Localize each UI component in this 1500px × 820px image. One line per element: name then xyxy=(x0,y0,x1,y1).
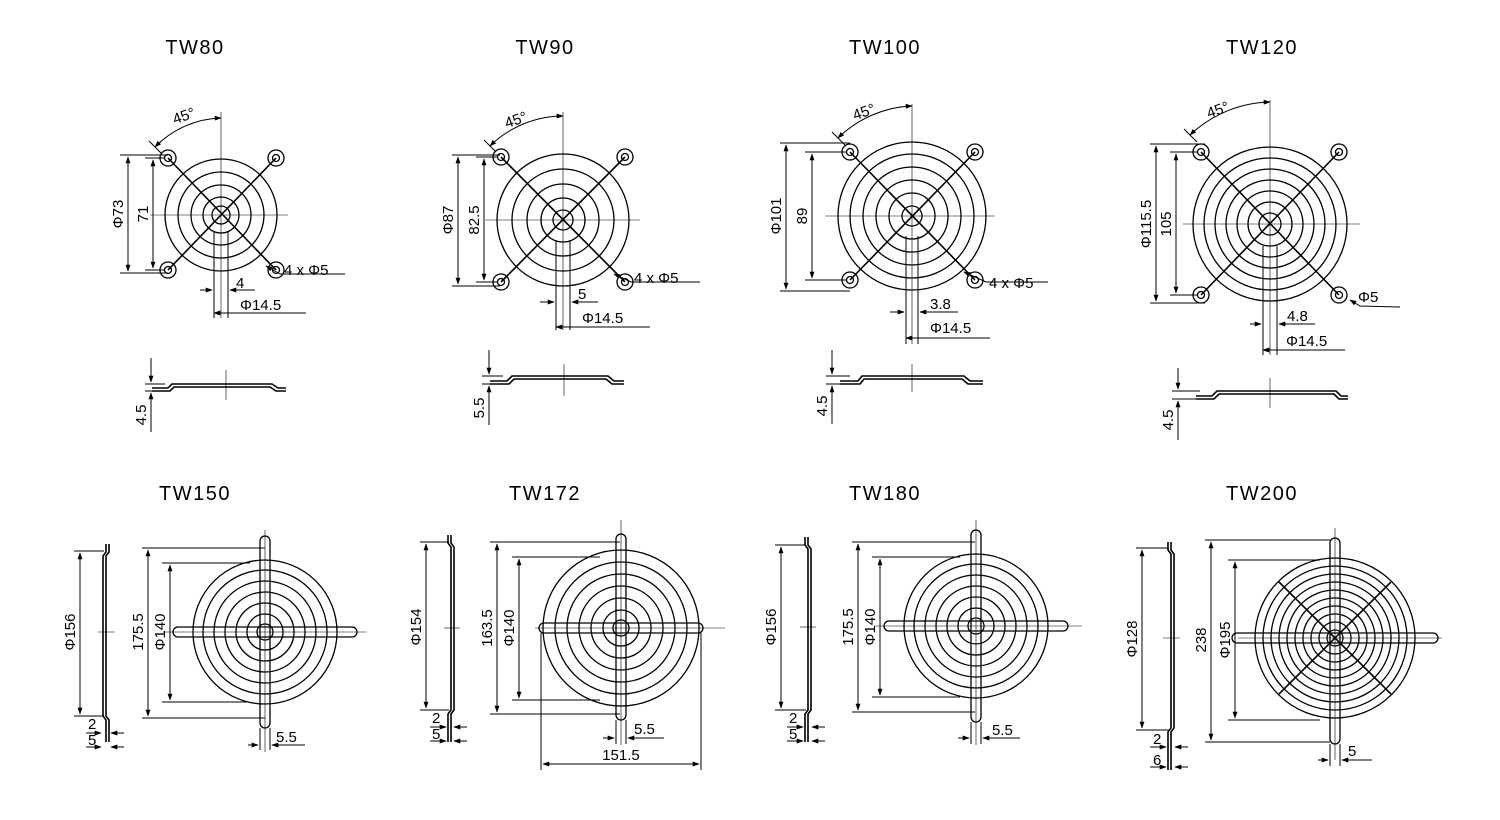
dimensions-tw80: 45° Φ73 71 4 x Φ5 4 Φ14.5 xyxy=(110,104,345,318)
hole-pitch-label: 82.5 xyxy=(466,205,483,234)
guard-front-view-tw120 xyxy=(1183,100,1360,355)
dimensions-tw200: 238 Φ195 5 xyxy=(1193,539,1372,766)
thickness-label: 4.5 xyxy=(814,396,831,417)
thickness-top-label: 2 xyxy=(432,710,440,727)
guard-side-view-tw172: Φ154 2 5 xyxy=(408,535,467,744)
hole-pitch-label: 71 xyxy=(135,206,152,223)
bar-width-label: 3.8 xyxy=(930,296,951,313)
model-title-tw100: TW100 xyxy=(849,37,921,59)
outer-diameter-label: Φ115.5 xyxy=(1138,200,1155,248)
model-title-tw90: TW90 xyxy=(515,37,574,59)
thickness-bottom-label: 5 xyxy=(789,726,797,743)
outer-diameter-label: Φ73 xyxy=(110,200,127,229)
model-title-tw120: TW120 xyxy=(1226,37,1298,59)
model-title-tw150: TW150 xyxy=(159,483,231,505)
hub-diameter-label: Φ14.5 xyxy=(930,320,971,337)
guard-front-view-tw150 xyxy=(163,530,366,752)
side-diameter-label: Φ128 xyxy=(1124,621,1141,658)
dimensions-tw180: 175.5 Φ140 5.5 xyxy=(840,541,1020,744)
thickness-label: 4.5 xyxy=(1160,410,1177,431)
guard-front-view-tw172 xyxy=(535,520,725,745)
outer-size-label: 238 xyxy=(1193,627,1210,652)
thickness-top-label: 2 xyxy=(88,716,96,733)
angle-label: 45° xyxy=(850,100,877,124)
hub-diameter-label: Φ14.5 xyxy=(240,297,281,314)
outer-diameter-label: Φ101 xyxy=(768,198,785,235)
bar-width-label: 5.5 xyxy=(634,721,655,738)
thickness-label: 5.5 xyxy=(471,398,488,419)
guard-front-view-tw200 xyxy=(1231,528,1442,760)
bar-width-label: 5.5 xyxy=(276,729,297,746)
side-diameter-label: Φ156 xyxy=(763,609,780,646)
bar-width-label: 4.8 xyxy=(1287,308,1308,325)
bar-width-label: 5 xyxy=(1348,743,1356,760)
hole-pitch-label: 89 xyxy=(794,208,811,225)
ring-diameter-label: Φ195 xyxy=(1217,622,1234,659)
outer-size-label: 175.5 xyxy=(130,613,147,651)
outer-diameter-label: Φ87 xyxy=(440,206,457,235)
dimensions-tw120: 45° Φ115.5 105 Φ5 4.8 Φ14.5 xyxy=(1138,98,1401,355)
guard-front-view-tw90 xyxy=(485,112,640,330)
ring-diameter-label: Φ140 xyxy=(152,614,169,651)
guard-front-view-tw80 xyxy=(150,112,288,318)
mount-hole-label: 4 x Φ5 xyxy=(634,270,679,287)
dimensions-tw150: 175.5 Φ140 5.5 xyxy=(130,547,305,750)
model-title-tw200: TW200 xyxy=(1226,483,1298,505)
dimensions-tw100: 45° Φ101 89 4 x Φ5 3.8 Φ14.5 xyxy=(768,100,1048,344)
ring-diameter-label: Φ140 xyxy=(862,609,879,646)
guard-side-view-tw90: 5.5 xyxy=(471,350,624,425)
mount-hole-label: 4 x Φ5 xyxy=(284,262,329,279)
thickness-bottom-label: 6 xyxy=(1153,752,1161,769)
guard-side-view-tw120: 4.5 xyxy=(1160,368,1348,440)
dimensions-tw172: 163.5 Φ140 5.5 151.5 xyxy=(479,541,702,770)
guard-side-view-tw200: Φ128 2 6 xyxy=(1124,542,1188,770)
mount-hole-label: Φ5 xyxy=(1358,289,1378,306)
guard-front-view-tw180 xyxy=(875,520,1082,745)
side-diameter-label: Φ154 xyxy=(408,609,425,646)
angle-label: 45° xyxy=(170,104,197,128)
hub-diameter-label: Φ14.5 xyxy=(582,310,623,327)
outer-size-label: 175.5 xyxy=(840,608,857,646)
guard-side-view-tw150: Φ156 2 5 xyxy=(62,544,124,750)
mount-hole-label: 4 x Φ5 xyxy=(989,275,1034,292)
model-title-tw80: TW80 xyxy=(165,37,224,59)
outer-size-label: 163.5 xyxy=(479,609,496,647)
thickness-bottom-label: 5 xyxy=(432,726,440,743)
thickness-top-label: 2 xyxy=(1153,731,1161,748)
angle-label: 45° xyxy=(502,108,529,132)
thickness-top-label: 2 xyxy=(789,710,797,727)
ring-diameter-label: Φ140 xyxy=(501,610,518,647)
overall-width-label: 151.5 xyxy=(602,747,640,764)
guard-side-view-tw180: Φ156 2 5 xyxy=(763,537,825,744)
thickness-bottom-label: 5 xyxy=(88,732,96,749)
model-title-tw172: TW172 xyxy=(509,483,581,505)
guard-front-view-tw100 xyxy=(825,104,995,344)
bar-width-label: 5.5 xyxy=(992,722,1013,739)
guard-side-view-tw100: 4.5 xyxy=(814,350,983,424)
angle-label: 45° xyxy=(1204,98,1231,122)
guard-side-view-tw80: 4.5 xyxy=(133,358,286,432)
thickness-label: 4.5 xyxy=(133,405,150,426)
bar-width-label: 4 xyxy=(236,275,244,292)
hub-diameter-label: Φ14.5 xyxy=(1286,333,1327,350)
model-title-tw180: TW180 xyxy=(849,483,921,505)
dimensions-tw90: 45° Φ87 82.5 4 x Φ5 5 Φ14.5 xyxy=(440,108,700,330)
hole-pitch-label: 105 xyxy=(1158,211,1175,236)
side-diameter-label: Φ156 xyxy=(62,614,79,651)
bar-width-label: 5 xyxy=(578,286,586,303)
